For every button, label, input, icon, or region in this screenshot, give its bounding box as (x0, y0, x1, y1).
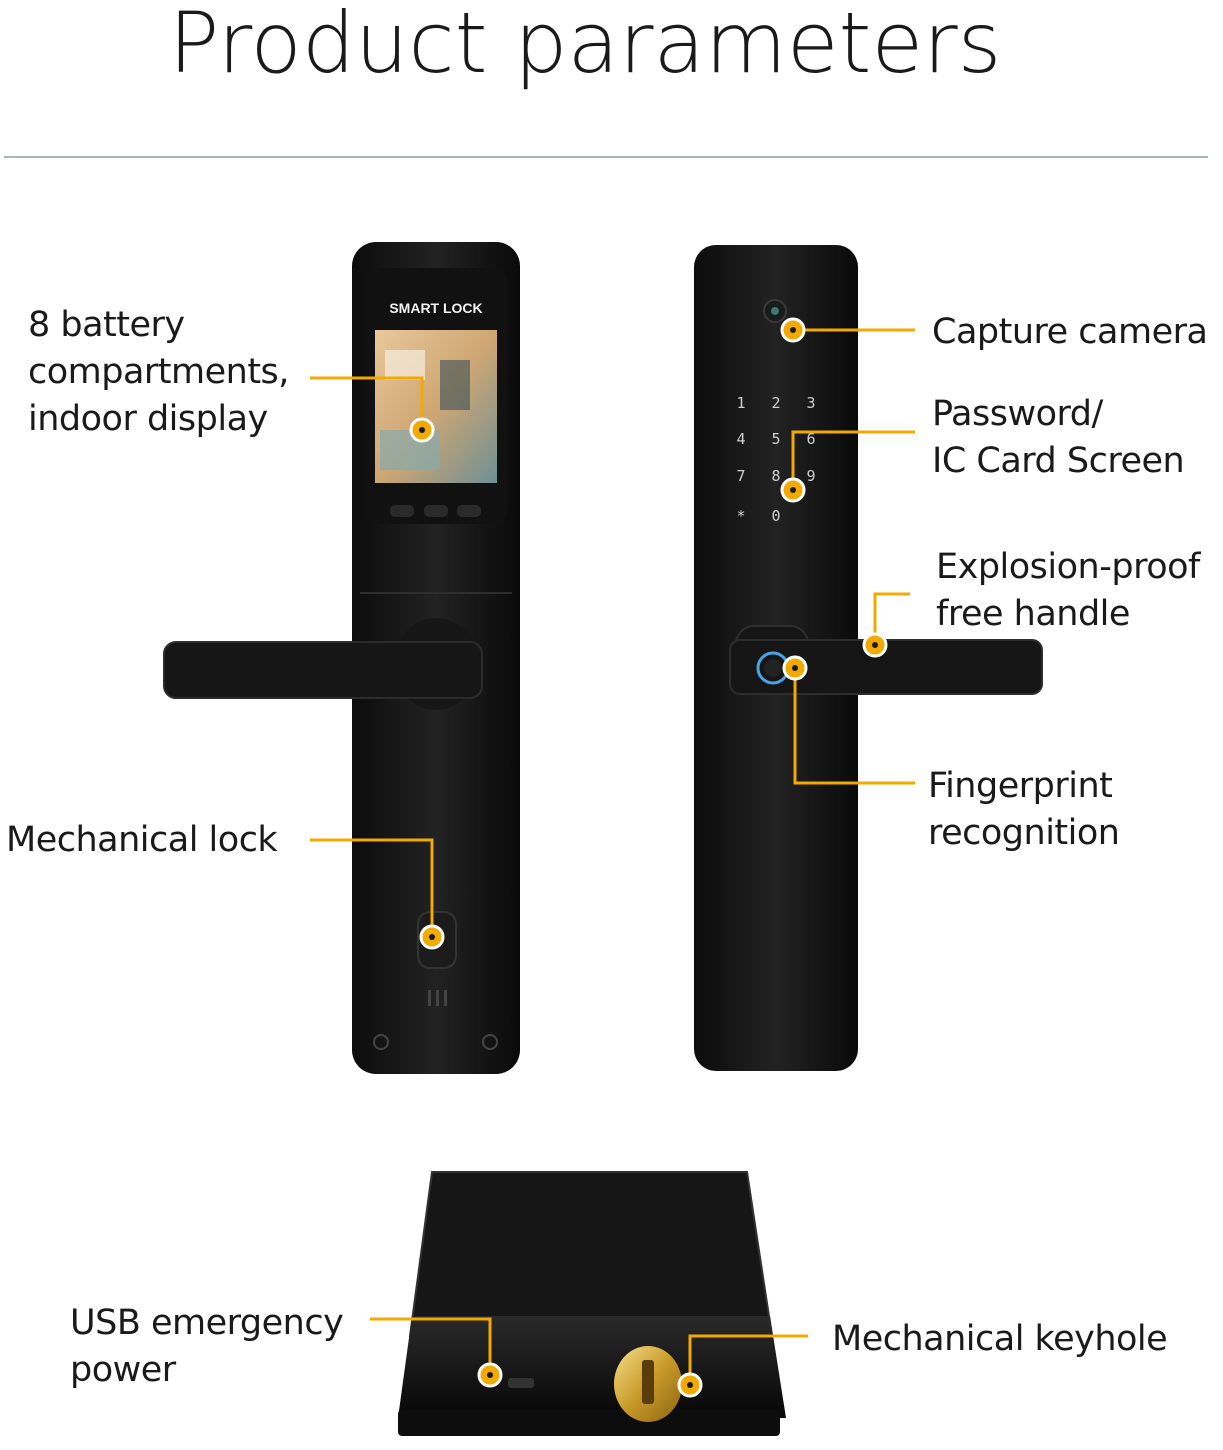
keypad-key: 6 (806, 430, 815, 448)
keypad-key: 0 (771, 507, 780, 525)
label-capture-camera: Capture camera (932, 312, 1208, 352)
keypad-key: * (736, 507, 745, 525)
keypad-key: 2 (771, 394, 780, 412)
label-fingerprint: Fingerprint recognition (928, 766, 1120, 853)
page-title: Product parameters (168, 0, 1002, 92)
screen-brand: SMART LOCK (389, 300, 482, 316)
keypad-key: 4 (736, 430, 745, 448)
label-mechanical-keyhole: Mechanical keyhole (832, 1319, 1168, 1359)
label-mechanical-lock: Mechanical lock (6, 820, 278, 860)
label-usb-power: USB emergency power (70, 1303, 344, 1390)
label-password-ic-card: Password/ IC Card Screen (932, 394, 1185, 481)
keypad-key: 3 (806, 394, 815, 412)
keypad-key: 5 (771, 430, 780, 448)
lock-bottom-view (398, 1171, 786, 1436)
label-battery-display: 8 battery compartments, indoor display (28, 305, 289, 439)
indoor-lock-panel: SMART LOCK (163, 242, 520, 1074)
keypad-key: 9 (806, 467, 815, 485)
label-explosion-proof-handle: Explosion-proof free handle (936, 547, 1200, 634)
keypad-key: 8 (771, 467, 780, 485)
indoor-handle (163, 641, 483, 699)
divider (4, 156, 1208, 158)
callout-lines (310, 328, 915, 1385)
callout-markers (409, 317, 888, 1398)
keypad-key: 1 (736, 394, 745, 412)
usb-port (508, 1378, 534, 1388)
keypad-key: 7 (736, 467, 745, 485)
outdoor-lock-panel: 1 2 3 4 5 6 7 8 9 * 0 (694, 245, 1043, 1071)
